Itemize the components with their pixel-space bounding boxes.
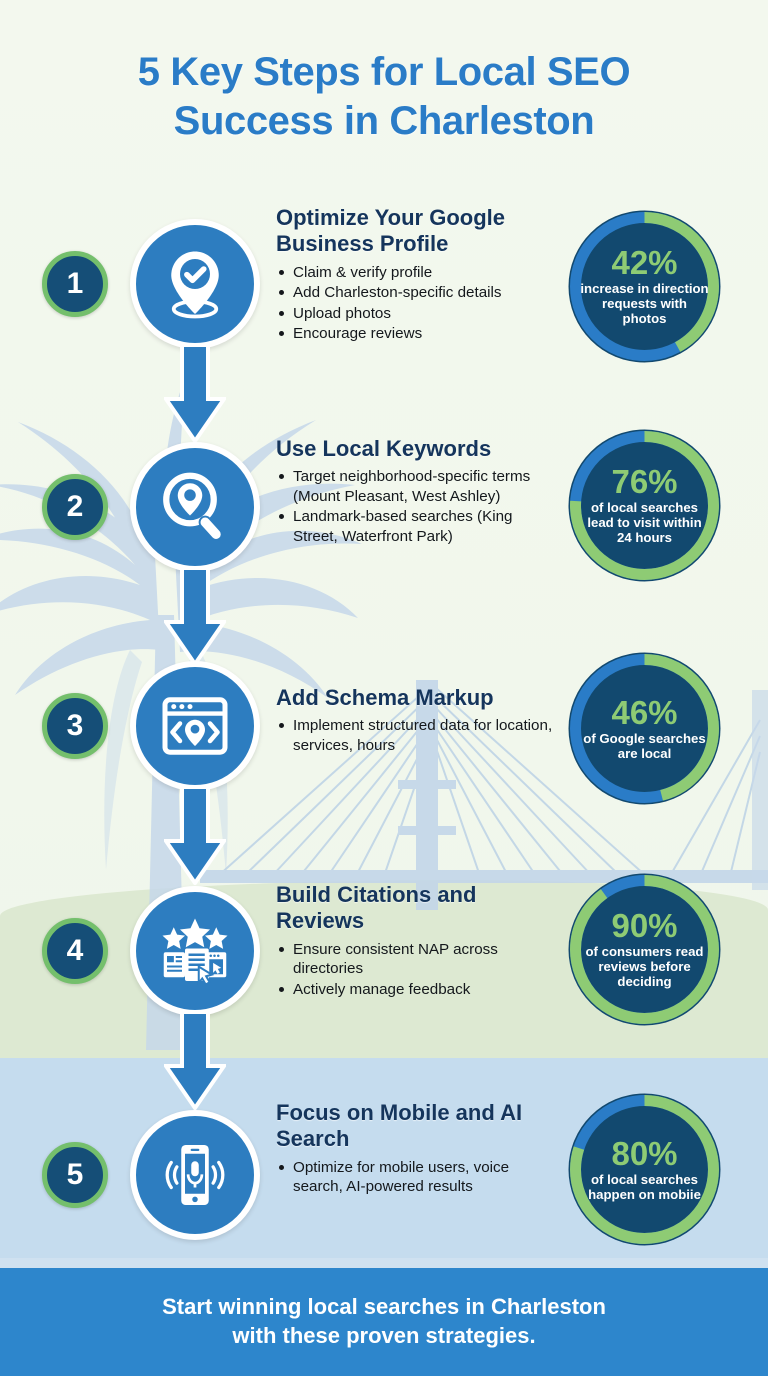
stat-donut-2: 76% of local searches lead to visit with… xyxy=(563,424,726,587)
donut-chart-graphic xyxy=(568,873,721,1026)
step-body-3: Add Schema Markup Implement structured d… xyxy=(276,685,561,756)
stat-label: of Google searches are local xyxy=(583,730,706,761)
stat-donut-content-4: 90% of consumers read reviews before dec… xyxy=(563,868,726,1031)
step-title-2: Use Local Keywords xyxy=(276,436,492,461)
step-number-badge-4: 4 xyxy=(42,918,108,984)
step-title-3: Add Schema Markup xyxy=(276,685,494,710)
step-body-1: Optimize Your Google Business Profile Cl… xyxy=(276,205,561,345)
step-bullets-2: Target neighborhood-specific terms (Moun… xyxy=(276,467,561,546)
bullet-item: Claim & verify profile xyxy=(276,263,561,282)
step-number-label: 2 xyxy=(66,490,84,523)
step-number-badge-1: 1 xyxy=(42,251,108,317)
step-connector-arrow-2 xyxy=(164,568,226,666)
step-icon-circle-4[interactable] xyxy=(130,886,260,1016)
step-number-label: 5 xyxy=(66,1158,84,1191)
footer-text: Start winning local searches in Charlest… xyxy=(162,1293,606,1350)
map-pin-check-icon xyxy=(171,251,219,319)
background-footer-strip xyxy=(0,1258,768,1268)
step-number-label: 1 xyxy=(66,267,84,300)
stat-donut-3: 46% of Google searches are local xyxy=(563,647,726,810)
step-icon-circle-5[interactable] xyxy=(130,1110,260,1240)
step-title-1: Optimize Your Google Business Profile xyxy=(276,205,505,257)
step-body-5: Focus on Mobile and AI Search Optimize f… xyxy=(276,1100,561,1198)
step-icon-circle-2[interactable] xyxy=(130,442,260,572)
footer-line2: with these proven strategies. xyxy=(232,1323,536,1348)
magnifier-pin-icon xyxy=(163,472,223,541)
stat-donut-content-3: 46% of Google searches are local xyxy=(563,647,726,810)
step-bullets-4: Ensure consistent NAP across directories… xyxy=(276,940,561,999)
bullet-item: Ensure consistent NAP across directories xyxy=(276,940,561,979)
step-bullets-3: Implement structured data for location, … xyxy=(276,716,561,755)
step-connector-arrow-3 xyxy=(164,787,226,885)
step-title-5: Focus on Mobile and AI Search xyxy=(276,1100,523,1152)
bullet-item: Landmark-based searches (King Street, Wa… xyxy=(276,507,561,546)
step-number-badge-3: 3 xyxy=(42,693,108,759)
stars-reviews-icon xyxy=(162,918,228,986)
page-title-line1: 5 Key Steps for Local SEO xyxy=(137,50,631,94)
footer-banner: Start winning local searches in Charlest… xyxy=(0,1268,768,1376)
bullet-item: Upload photos xyxy=(276,304,561,323)
stat-label: of local searches happen on mobiie xyxy=(588,1171,701,1202)
stat-label: increase in direction requests with phot… xyxy=(580,281,709,326)
step-icon-circle-1[interactable] xyxy=(130,219,260,349)
stat-donut-content-5: 80% of local searches happen on mobiie xyxy=(563,1088,726,1251)
donut-chart-graphic xyxy=(568,652,721,805)
page-title: 5 Key Steps for Local SEO Success in Cha… xyxy=(0,48,768,146)
donut-chart-graphic xyxy=(568,429,721,582)
stat-donut-content-1: 42% increase in direction requests with … xyxy=(563,205,726,368)
bullet-item: Add Charleston-specific details xyxy=(276,283,561,302)
step-number-label: 3 xyxy=(66,709,84,742)
mobile-voice-search-icon xyxy=(165,1145,225,1205)
stat-donut-5: 80% of local searches happen on mobiie xyxy=(563,1088,726,1251)
donut-chart-graphic xyxy=(568,1093,721,1246)
step-body-4: Build Citations and Reviews Ensure consi… xyxy=(276,882,561,1000)
stat-percent: 80% xyxy=(611,1134,678,1172)
bullet-item: Encourage reviews xyxy=(276,324,561,343)
bullet-item: Target neighborhood-specific terms (Moun… xyxy=(276,467,561,506)
step-number-badge-5: 5 xyxy=(42,1142,108,1208)
step-connector-arrow-4 xyxy=(164,1012,226,1110)
stat-percent: 76% xyxy=(611,463,678,501)
code-browser-pin-icon xyxy=(162,697,228,755)
step-bullets-1: Claim & verify profile Add Charleston-sp… xyxy=(276,263,561,344)
stat-percent: 42% xyxy=(611,244,678,282)
bullet-item: Optimize for mobile users, voice search,… xyxy=(276,1158,561,1197)
stat-donut-content-2: 76% of local searches lead to visit with… xyxy=(563,424,726,587)
step-connector-arrow-1 xyxy=(164,345,226,443)
step-bullets-5: Optimize for mobile users, voice search,… xyxy=(276,1158,561,1197)
step-icon-circle-3[interactable] xyxy=(130,661,260,791)
donut-chart-graphic xyxy=(568,210,721,363)
stat-label: of local searches lead to visit within 2… xyxy=(587,500,702,545)
step-title-4: Build Citations and Reviews xyxy=(276,882,477,934)
page-title-line2: Success in Charleston xyxy=(173,98,595,143)
stat-percent: 46% xyxy=(611,693,678,731)
stat-label: of consumers read reviews before decidin… xyxy=(585,944,704,989)
step-body-2: Use Local Keywords Target neighborhood-s… xyxy=(276,436,561,547)
step-number-label: 4 xyxy=(66,934,84,967)
bullet-item: Implement structured data for location, … xyxy=(276,716,561,755)
stat-percent: 90% xyxy=(611,907,678,945)
stat-donut-1: 42% increase in direction requests with … xyxy=(563,205,726,368)
bullet-item: Actively manage feedback xyxy=(276,980,561,999)
footer-line1: Start winning local searches in Charlest… xyxy=(162,1294,606,1320)
step-number-badge-2: 2 xyxy=(42,474,108,540)
stat-donut-4: 90% of consumers read reviews before dec… xyxy=(563,868,726,1031)
